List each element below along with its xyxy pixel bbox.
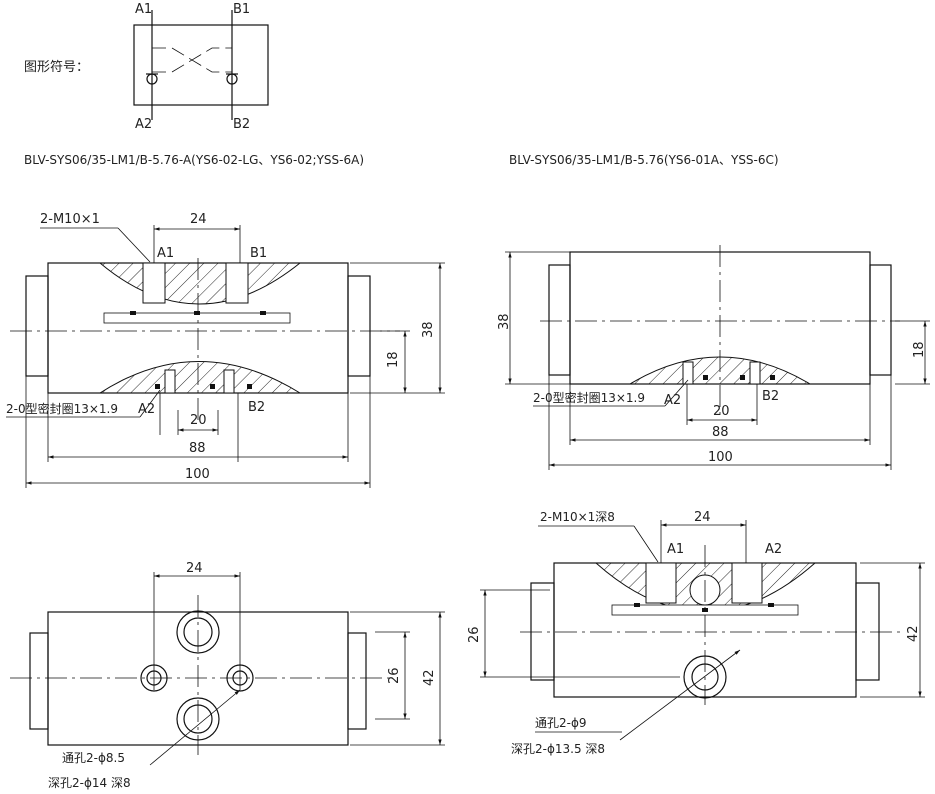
lf-d88: 88 xyxy=(189,441,206,456)
lb-d24: 24 xyxy=(186,561,203,576)
symbol-a1: A1 xyxy=(135,2,152,17)
rb-counter: 深孔2-ϕ13.5 深8 xyxy=(511,742,605,756)
left-front-view: 24 2-M10×1 A1 B1 38 18 2-0型密封圈13×1.9 A2 … xyxy=(6,212,445,488)
rf-a2: A2 xyxy=(664,393,681,408)
lf-d100: 100 xyxy=(185,467,210,482)
rb-d24: 24 xyxy=(694,510,711,525)
symbol-frame xyxy=(133,24,269,106)
lb-through: 通孔2-ϕ8.5 xyxy=(62,751,125,765)
lb-d26: 26 xyxy=(387,667,402,684)
rf-d18: 18 xyxy=(912,341,927,358)
lf-d38: 38 xyxy=(421,321,436,338)
rf-d20: 20 xyxy=(713,404,730,419)
symbol-a2: A2 xyxy=(135,117,152,132)
model-left: BLV-SYS06/35-LM1/B-5.76-A(YS6-02-LG、YS6-… xyxy=(24,153,364,167)
rf-d100: 100 xyxy=(708,450,733,465)
rb-d26: 26 xyxy=(467,626,482,643)
symbol-label: 图形符号： xyxy=(24,59,89,75)
left-bottom-view: 24 42 26 通孔2-ϕ8.5 深孔2-ϕ14 深8 xyxy=(10,561,445,790)
lf-d24: 24 xyxy=(190,212,207,227)
rb-d42: 42 xyxy=(906,625,921,642)
lb-d42: 42 xyxy=(422,669,437,686)
hydraulic-symbol: 图形符号： A1 B1 A2 B2 xyxy=(24,2,269,132)
rf-seal: 2-0型密封圈13×1.9 xyxy=(533,390,645,405)
lf-thread: 2-M10×1 xyxy=(40,212,100,227)
lf-a2: A2 xyxy=(138,402,155,417)
rf-d88: 88 xyxy=(712,425,729,440)
lf-d20: 20 xyxy=(190,413,207,428)
lf-b2: B2 xyxy=(248,400,265,415)
lf-b1: B1 xyxy=(250,246,267,261)
rb-through: 通孔2-ϕ9 xyxy=(535,716,587,730)
rb-a1: A1 xyxy=(667,542,684,557)
rf-d38: 38 xyxy=(497,313,512,330)
right-bottom-view: 24 2-M10×1深8 A1 A2 26 42 通孔2-ϕ9 深孔2-ϕ13.… xyxy=(467,510,925,756)
lf-seal: 2-0型密封圈13×1.9 xyxy=(6,401,118,416)
rb-a2: A2 xyxy=(765,542,782,557)
rf-b2: B2 xyxy=(762,389,779,404)
symbol-b2: B2 xyxy=(233,117,250,132)
symbol-b1: B1 xyxy=(233,2,250,17)
lf-d18: 18 xyxy=(386,351,401,368)
lb-counter: 深孔2-ϕ14 深8 xyxy=(48,776,131,790)
model-right: BLV-SYS06/35-LM1/B-5.76(YS6-01A、YSS-6C) xyxy=(509,153,779,167)
lf-a1: A1 xyxy=(157,246,174,261)
rb-thread: 2-M10×1深8 xyxy=(540,510,615,524)
right-front-view: 38 18 2-0型密封圈13×1.9 A2 B2 20 88 100 xyxy=(497,245,930,470)
